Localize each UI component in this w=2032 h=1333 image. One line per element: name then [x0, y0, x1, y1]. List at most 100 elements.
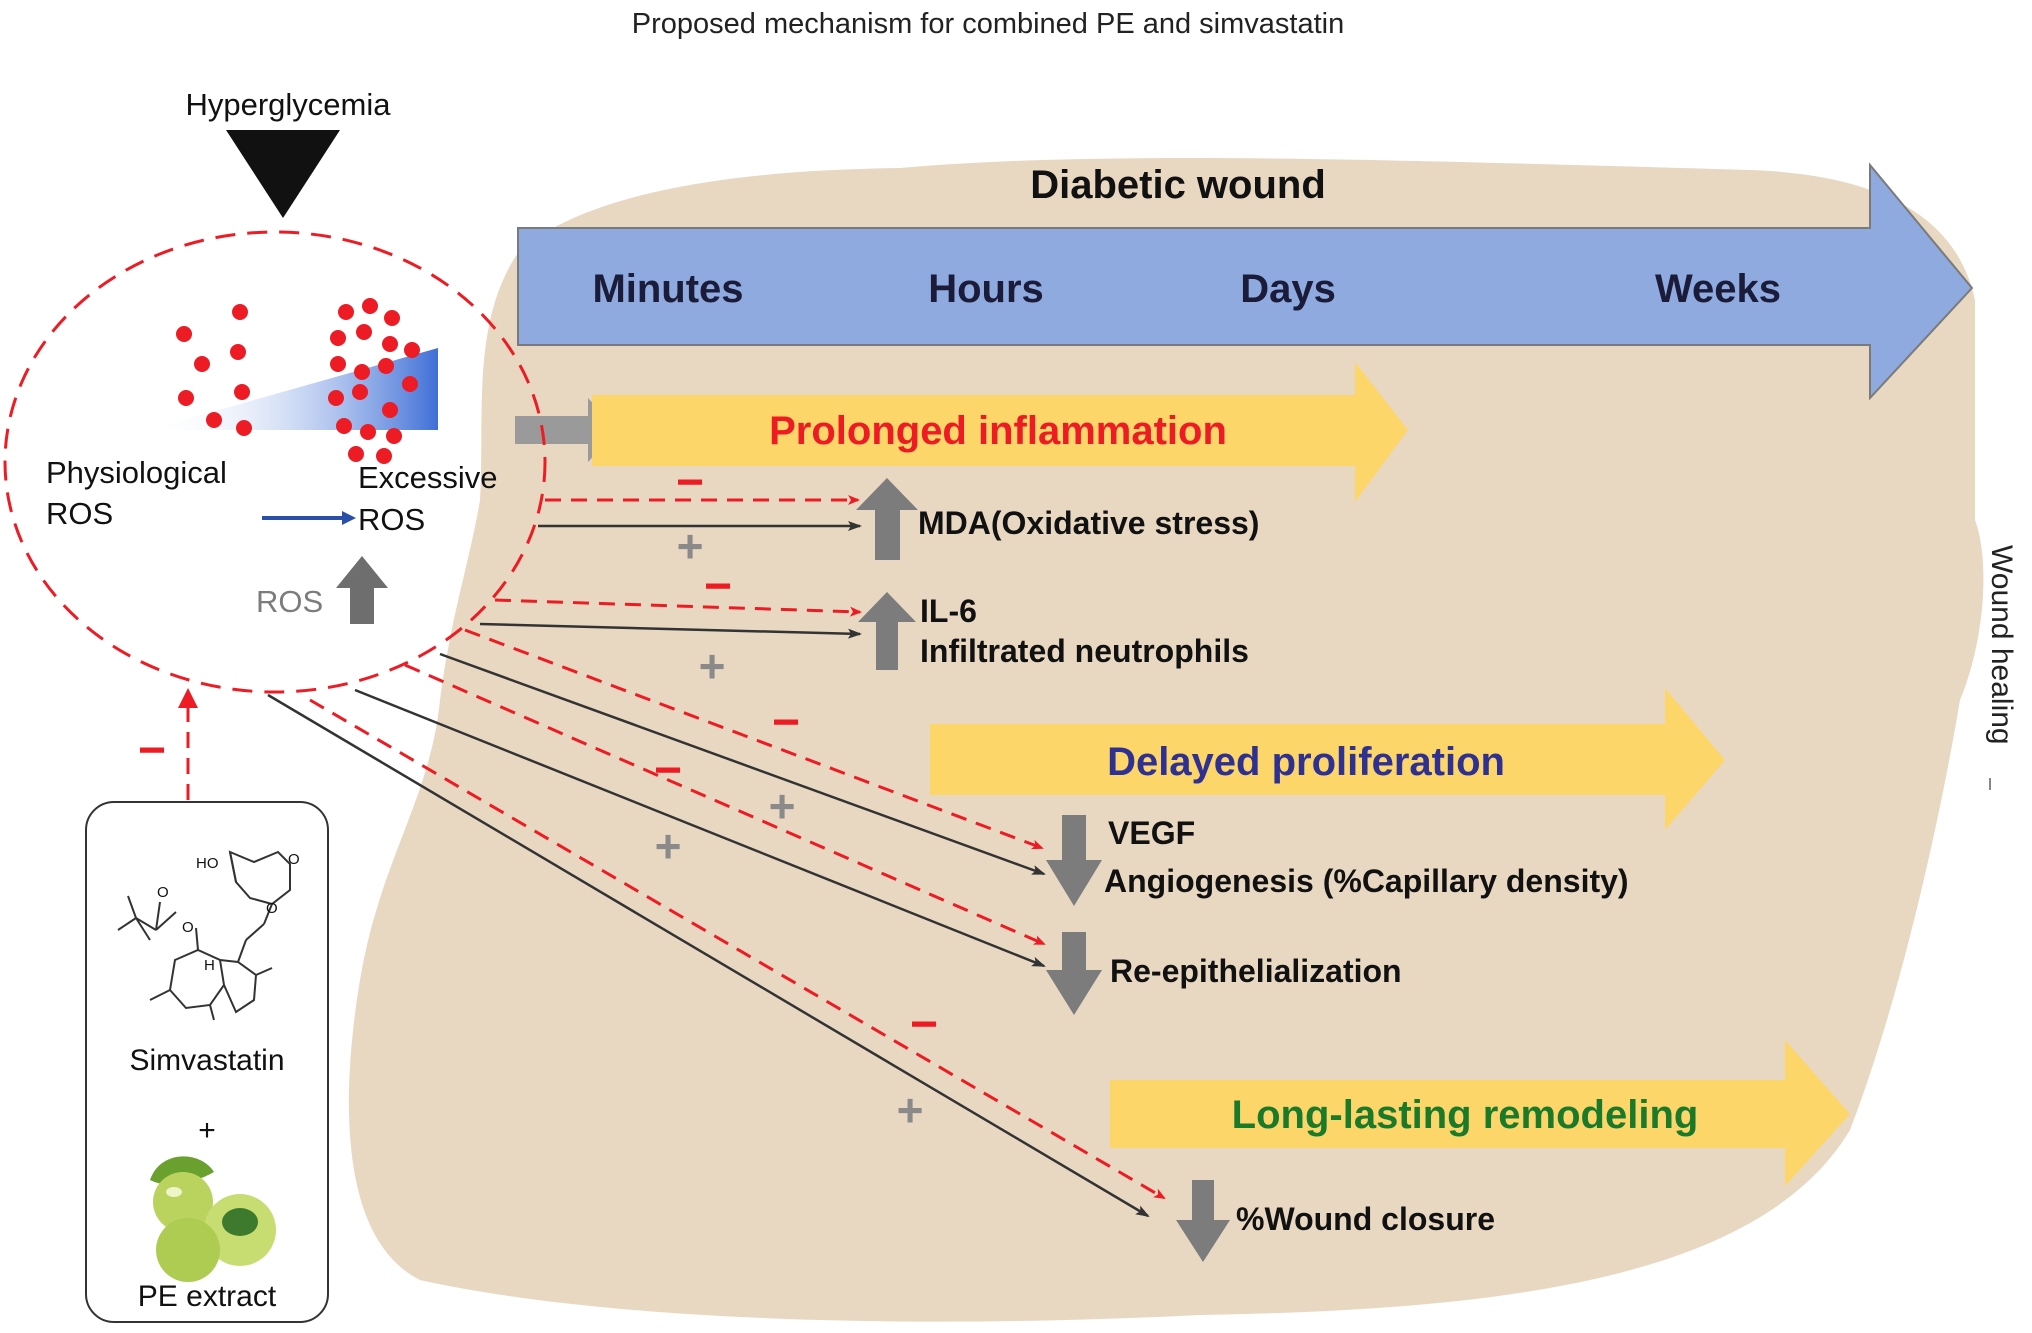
ros-dot — [328, 390, 344, 406]
minus-sign-mda: − — [676, 456, 704, 509]
figure-title: Proposed mechanism for combined PE and s… — [632, 8, 1344, 40]
ros-dot — [378, 358, 394, 374]
outcome-arrows — [856, 478, 1230, 1262]
minus-signs: − − − − − − — [138, 456, 938, 1051]
red-arrow-il6 — [494, 598, 862, 617]
wound-healing-label: Wound healing — [1985, 545, 2018, 745]
treatment-box — [85, 801, 329, 1323]
black-solid-arrows — [267, 521, 1150, 1218]
remodeling-phase-arrow — [1110, 1040, 1850, 1186]
fruit-bottom — [156, 1218, 220, 1282]
minus-sign-treatment: − — [138, 724, 166, 777]
ros-dot — [330, 330, 346, 346]
ros-dot — [382, 336, 398, 352]
plus-sign-vegf: + — [769, 780, 796, 832]
minus-sign-il6: − — [704, 560, 732, 613]
minus-sign-vegf: − — [772, 696, 800, 749]
ros-dot — [376, 448, 392, 464]
timeline-title: Diabetic wound — [1030, 163, 1326, 207]
minus-sign-reepi: − — [654, 744, 682, 797]
ros-dot — [338, 304, 354, 320]
outcome-angiogenesis: Angiogenesis (%Capillary density) — [1104, 863, 1629, 899]
excessive-ros-label: Excessive — [358, 460, 498, 495]
ros-dot — [348, 446, 364, 462]
red-arrow-closure — [309, 698, 1166, 1200]
inflammation-phase-label: Prolonged inflammation — [769, 409, 1227, 453]
simvastatin-molecule — [117, 850, 291, 1021]
mol-label-ho: HO — [196, 855, 219, 872]
timeline-arrow — [517, 162, 1974, 401]
simvastatin-label: Simvastatin — [129, 1044, 284, 1077]
ros-dot — [176, 326, 192, 342]
ros-dot — [336, 418, 352, 434]
simvastatin-atom-labels: HO O O O O H — [157, 851, 300, 974]
pe-fruit-icon — [150, 1156, 276, 1282]
mol-label-o1: O — [288, 851, 300, 868]
ros-dot — [382, 402, 398, 418]
fruit-highlight — [166, 1187, 182, 1197]
physiological-ros-label-2: ROS — [46, 496, 113, 531]
ros-dot — [178, 390, 194, 406]
timeline-stage-days: Days — [1240, 267, 1336, 311]
minus-sign-closure: − — [910, 998, 938, 1051]
ros-dot — [386, 428, 402, 444]
mol-label-o4: O — [182, 919, 194, 936]
inflammation-phase-arrow — [592, 362, 1408, 502]
plus-sign-reepi: + — [655, 820, 682, 872]
reepi-down-arrow — [1046, 932, 1102, 1015]
ros-gradient-wedge — [148, 348, 438, 430]
fruit-left — [153, 1172, 213, 1232]
ros-dot — [402, 376, 418, 392]
plus-signs: + + + + + — [655, 520, 924, 1136]
outcome-neutrophils: Infiltrated neutrophils — [920, 633, 1249, 669]
red-arrow-reepi — [404, 663, 1046, 946]
physiological-ros-label: Physiological — [46, 455, 227, 490]
plus-sign-il6: + — [699, 640, 726, 692]
ros-dot — [230, 344, 246, 360]
vegf-down-arrow — [1046, 815, 1102, 906]
remodeling-phase-label: Long-lasting remodeling — [1232, 1093, 1699, 1137]
black-arrow-reepi — [354, 688, 1046, 968]
ros-dot — [356, 324, 372, 340]
ros-dot — [236, 420, 252, 436]
ros-dot — [352, 384, 368, 400]
ros-dot — [234, 384, 250, 400]
hyperglycemia-triangle — [226, 130, 340, 218]
ros-blue-arrowhead — [342, 511, 356, 525]
ros-dots — [176, 298, 420, 464]
timeline-stage-weeks: Weeks — [1655, 267, 1781, 311]
timeline-stage-hours: Hours — [928, 267, 1044, 311]
proliferation-phase-label: Delayed proliferation — [1107, 740, 1505, 784]
treatment-inhibition-arrowhead — [178, 688, 198, 708]
mol-label-o3: O — [157, 884, 169, 901]
fruit-cut-face — [222, 1208, 258, 1236]
red-dashed-arrows — [309, 495, 1166, 1200]
black-arrow-il6 — [479, 622, 862, 639]
ros-dot — [194, 356, 210, 372]
plus-sign-closure: + — [897, 1084, 924, 1136]
ros-ellipse — [3, 230, 547, 694]
black-arrow-vegf — [439, 652, 1046, 876]
ros-dot — [330, 356, 346, 372]
ros-dot — [404, 342, 420, 358]
il6-up-arrow — [858, 592, 916, 670]
mol-label-h: H — [204, 957, 215, 974]
black-arrow-closure — [267, 693, 1150, 1218]
plus-sign-mda: + — [677, 520, 704, 572]
proliferation-phase-arrow — [930, 688, 1725, 830]
ros-up-label: ROS — [256, 584, 323, 619]
pe-extract-label: PE extract — [138, 1280, 277, 1313]
ros-dot — [384, 310, 400, 326]
closure-down-arrow — [1176, 1180, 1230, 1262]
outcome-reepithelialization: Re-epithelialization — [1110, 953, 1402, 989]
ros-dot — [362, 298, 378, 314]
ros-dot — [360, 424, 376, 440]
mda-up-arrow — [856, 478, 918, 560]
outcome-il6: IL-6 — [920, 593, 977, 629]
ros-up-arrow — [336, 556, 388, 624]
ros-dot — [232, 304, 248, 320]
outcome-vegf: VEGF — [1108, 815, 1195, 851]
ros-dot — [354, 364, 370, 380]
outcome-mda: MDA(Oxidative stress) — [918, 505, 1259, 541]
